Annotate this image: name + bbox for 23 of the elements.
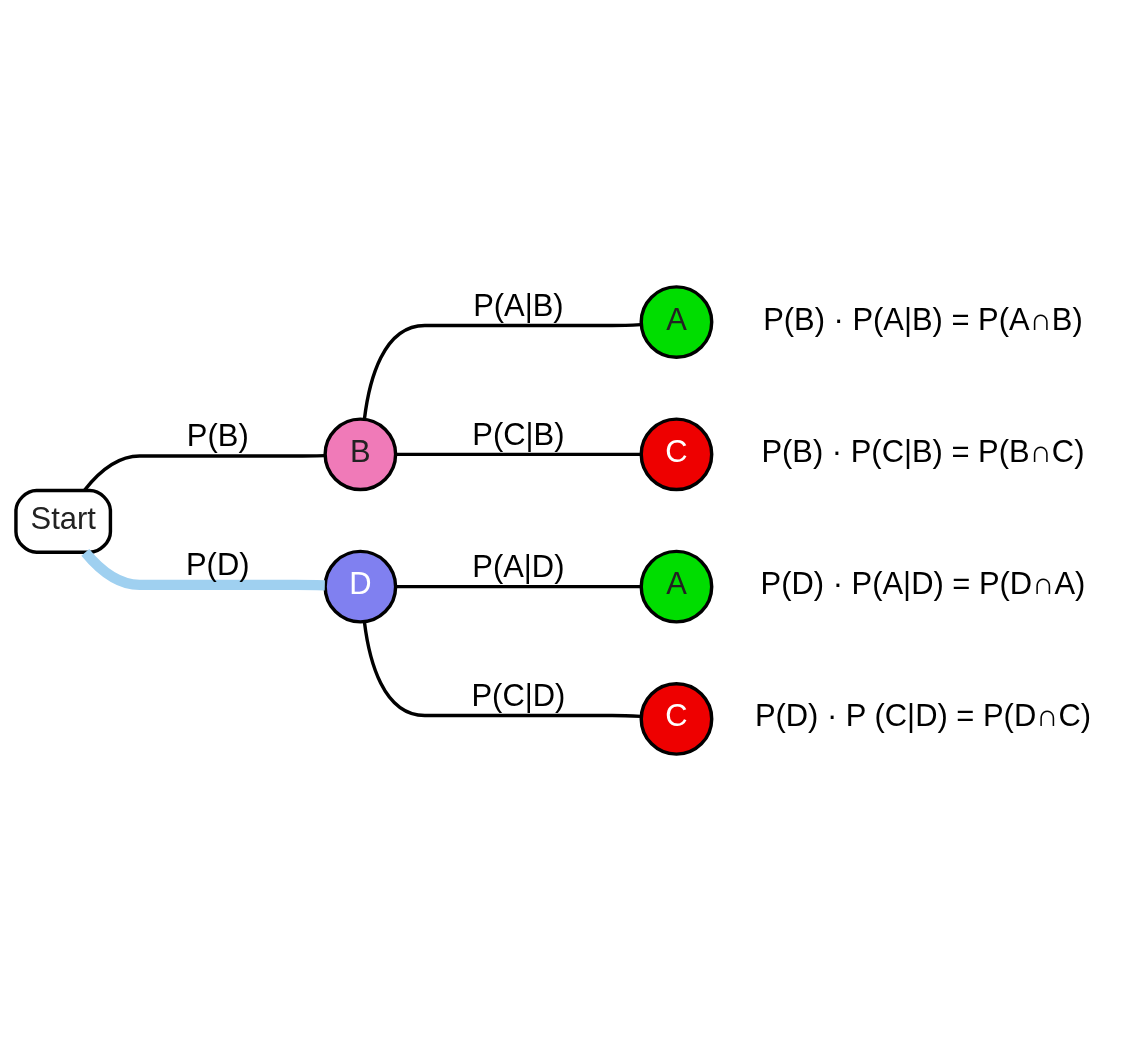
connector <box>395 452 641 456</box>
node-box: Start <box>14 488 113 554</box>
node-circle: C <box>639 681 714 756</box>
connector <box>362 322 641 419</box>
node-label: P(D) · P(A|D) = P(D∩A) <box>760 565 1086 601</box>
edge-label: P(D) <box>186 546 250 582</box>
connector <box>362 621 641 718</box>
node-label: P(B) · P(C|B) = P(B∩C) <box>761 433 1085 469</box>
node-circle: A <box>639 284 714 359</box>
node-label: P(B) · P(A|B) = P(A∩B) <box>763 301 1083 337</box>
node-circle: D <box>323 549 398 624</box>
edge-label: P(C|D) <box>471 677 566 713</box>
node-label: P(D) · P (C|D) = P(D∩C) <box>754 697 1092 733</box>
edge-label: P(B) <box>186 417 249 453</box>
node-circle: C <box>639 416 714 491</box>
edge-label: P(A|B) <box>473 287 564 323</box>
connector <box>83 453 325 491</box>
edge-label: P(C|B) <box>472 416 565 452</box>
node-circle: A <box>639 549 714 624</box>
node-circle: B <box>323 416 398 491</box>
edge-label: P(A|D) <box>472 548 565 584</box>
connector <box>395 584 641 588</box>
connector <box>81 548 325 591</box>
